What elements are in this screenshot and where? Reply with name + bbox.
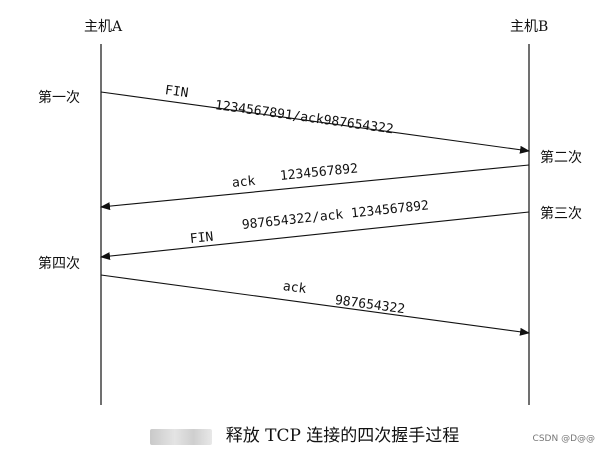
step-3-label: 第三次 — [540, 206, 582, 222]
caption-text: 释放 TCP 连接的四次握手过程 — [225, 426, 460, 446]
step-2-label: 第二次 — [540, 150, 582, 166]
msg-2-flag: ack — [231, 173, 257, 191]
step-1-label: 第一次 — [38, 90, 80, 106]
arrow-third-fin — [100, 211, 530, 261]
blurred-figure-number — [149, 428, 212, 445]
step-4-label: 第四次 — [38, 256, 80, 272]
msg-3-flag: FIN — [189, 229, 215, 247]
figure-caption: 释放 TCP 连接的四次握手过程 — [0, 421, 609, 446]
watermark: CSDN @D@@ — [532, 434, 595, 444]
msg-4-flag: ack — [282, 279, 308, 298]
msg-1-flag: FIN — [163, 83, 190, 102]
host-b-label: 主机B — [510, 19, 549, 35]
arrow-second-ack — [100, 164, 530, 211]
host-a-label: 主机A — [84, 19, 123, 35]
arrow-fourth-ack — [100, 274, 530, 336]
arrow-first-fin — [100, 91, 530, 154]
